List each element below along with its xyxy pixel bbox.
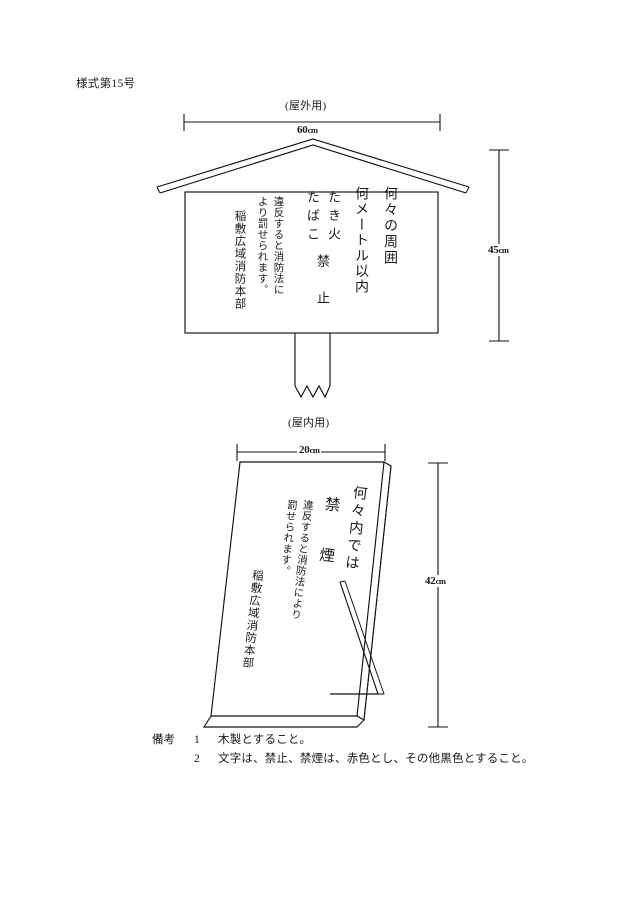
- dimension-label-outdoor-width: 60cm: [295, 124, 320, 136]
- remark-item: 備考 1 木製とすること。: [152, 731, 534, 750]
- indoor-sign-text-line-1: 何々内では: [342, 484, 368, 574]
- outdoor-sign-text-kinshi: 禁 止: [315, 254, 330, 310]
- outdoor-sign-text-line-1: 何々の周囲: [382, 186, 397, 266]
- outdoor-sign-text-line-2: 何メートル以内: [353, 186, 368, 295]
- dimension-value: 42: [425, 575, 436, 587]
- dimension-value: 45: [488, 244, 499, 256]
- indoor-sign-text-kinen: 禁 煙: [315, 495, 341, 574]
- remark-number: 1: [194, 734, 200, 746]
- remark-text: 文字は、禁止、禁煙は、赤色とし、その他黒色とすること。: [218, 752, 534, 765]
- remark-text: 木製とすること。: [218, 734, 312, 746]
- dimension-unit: cm: [309, 445, 320, 455]
- dimension-label-indoor-width: 20cm: [297, 444, 322, 456]
- remarks-section: 備考 1 木製とすること。 2 文字は、禁止、禁煙は、赤色とし、その他黒色とする…: [152, 731, 534, 769]
- outdoor-sign-text-tabako: たばこ: [305, 190, 320, 246]
- outdoor-sign-text-takibi: たき火: [326, 190, 341, 246]
- remarks-heading: 備考: [152, 734, 175, 746]
- form-number: 様式第15号: [76, 78, 136, 90]
- remark-item: 2 文字は、禁止、禁煙は、赤色とし、その他黒色とすること。: [152, 750, 534, 769]
- dimension-label-indoor-height: 42cm: [423, 575, 448, 587]
- dimension-value: 60: [297, 124, 308, 136]
- remark-number: 2: [194, 752, 200, 765]
- outdoor-sign-text-line-4: 違反すると消防法に: [272, 196, 284, 295]
- outdoor-sign-text-line-5: より罰せられます。: [256, 196, 268, 295]
- dimension-unit: cm: [307, 125, 318, 135]
- caption-outdoor-sign: (屋外用): [285, 100, 327, 112]
- indoor-sign-text-authority: 稲敷広域消防本部: [240, 568, 264, 670]
- dimension-label-outdoor-height: 45cm: [486, 244, 511, 256]
- dimension-unit: cm: [498, 245, 509, 255]
- caption-indoor-sign: (屋内用): [288, 417, 330, 429]
- dimension-unit: cm: [435, 576, 446, 586]
- outdoor-sign-text-authority: 稲敷広域消防本部: [233, 210, 246, 310]
- indoor-sign-text-line-4: 罰せられます。: [278, 498, 298, 577]
- dimension-value: 20: [299, 444, 310, 456]
